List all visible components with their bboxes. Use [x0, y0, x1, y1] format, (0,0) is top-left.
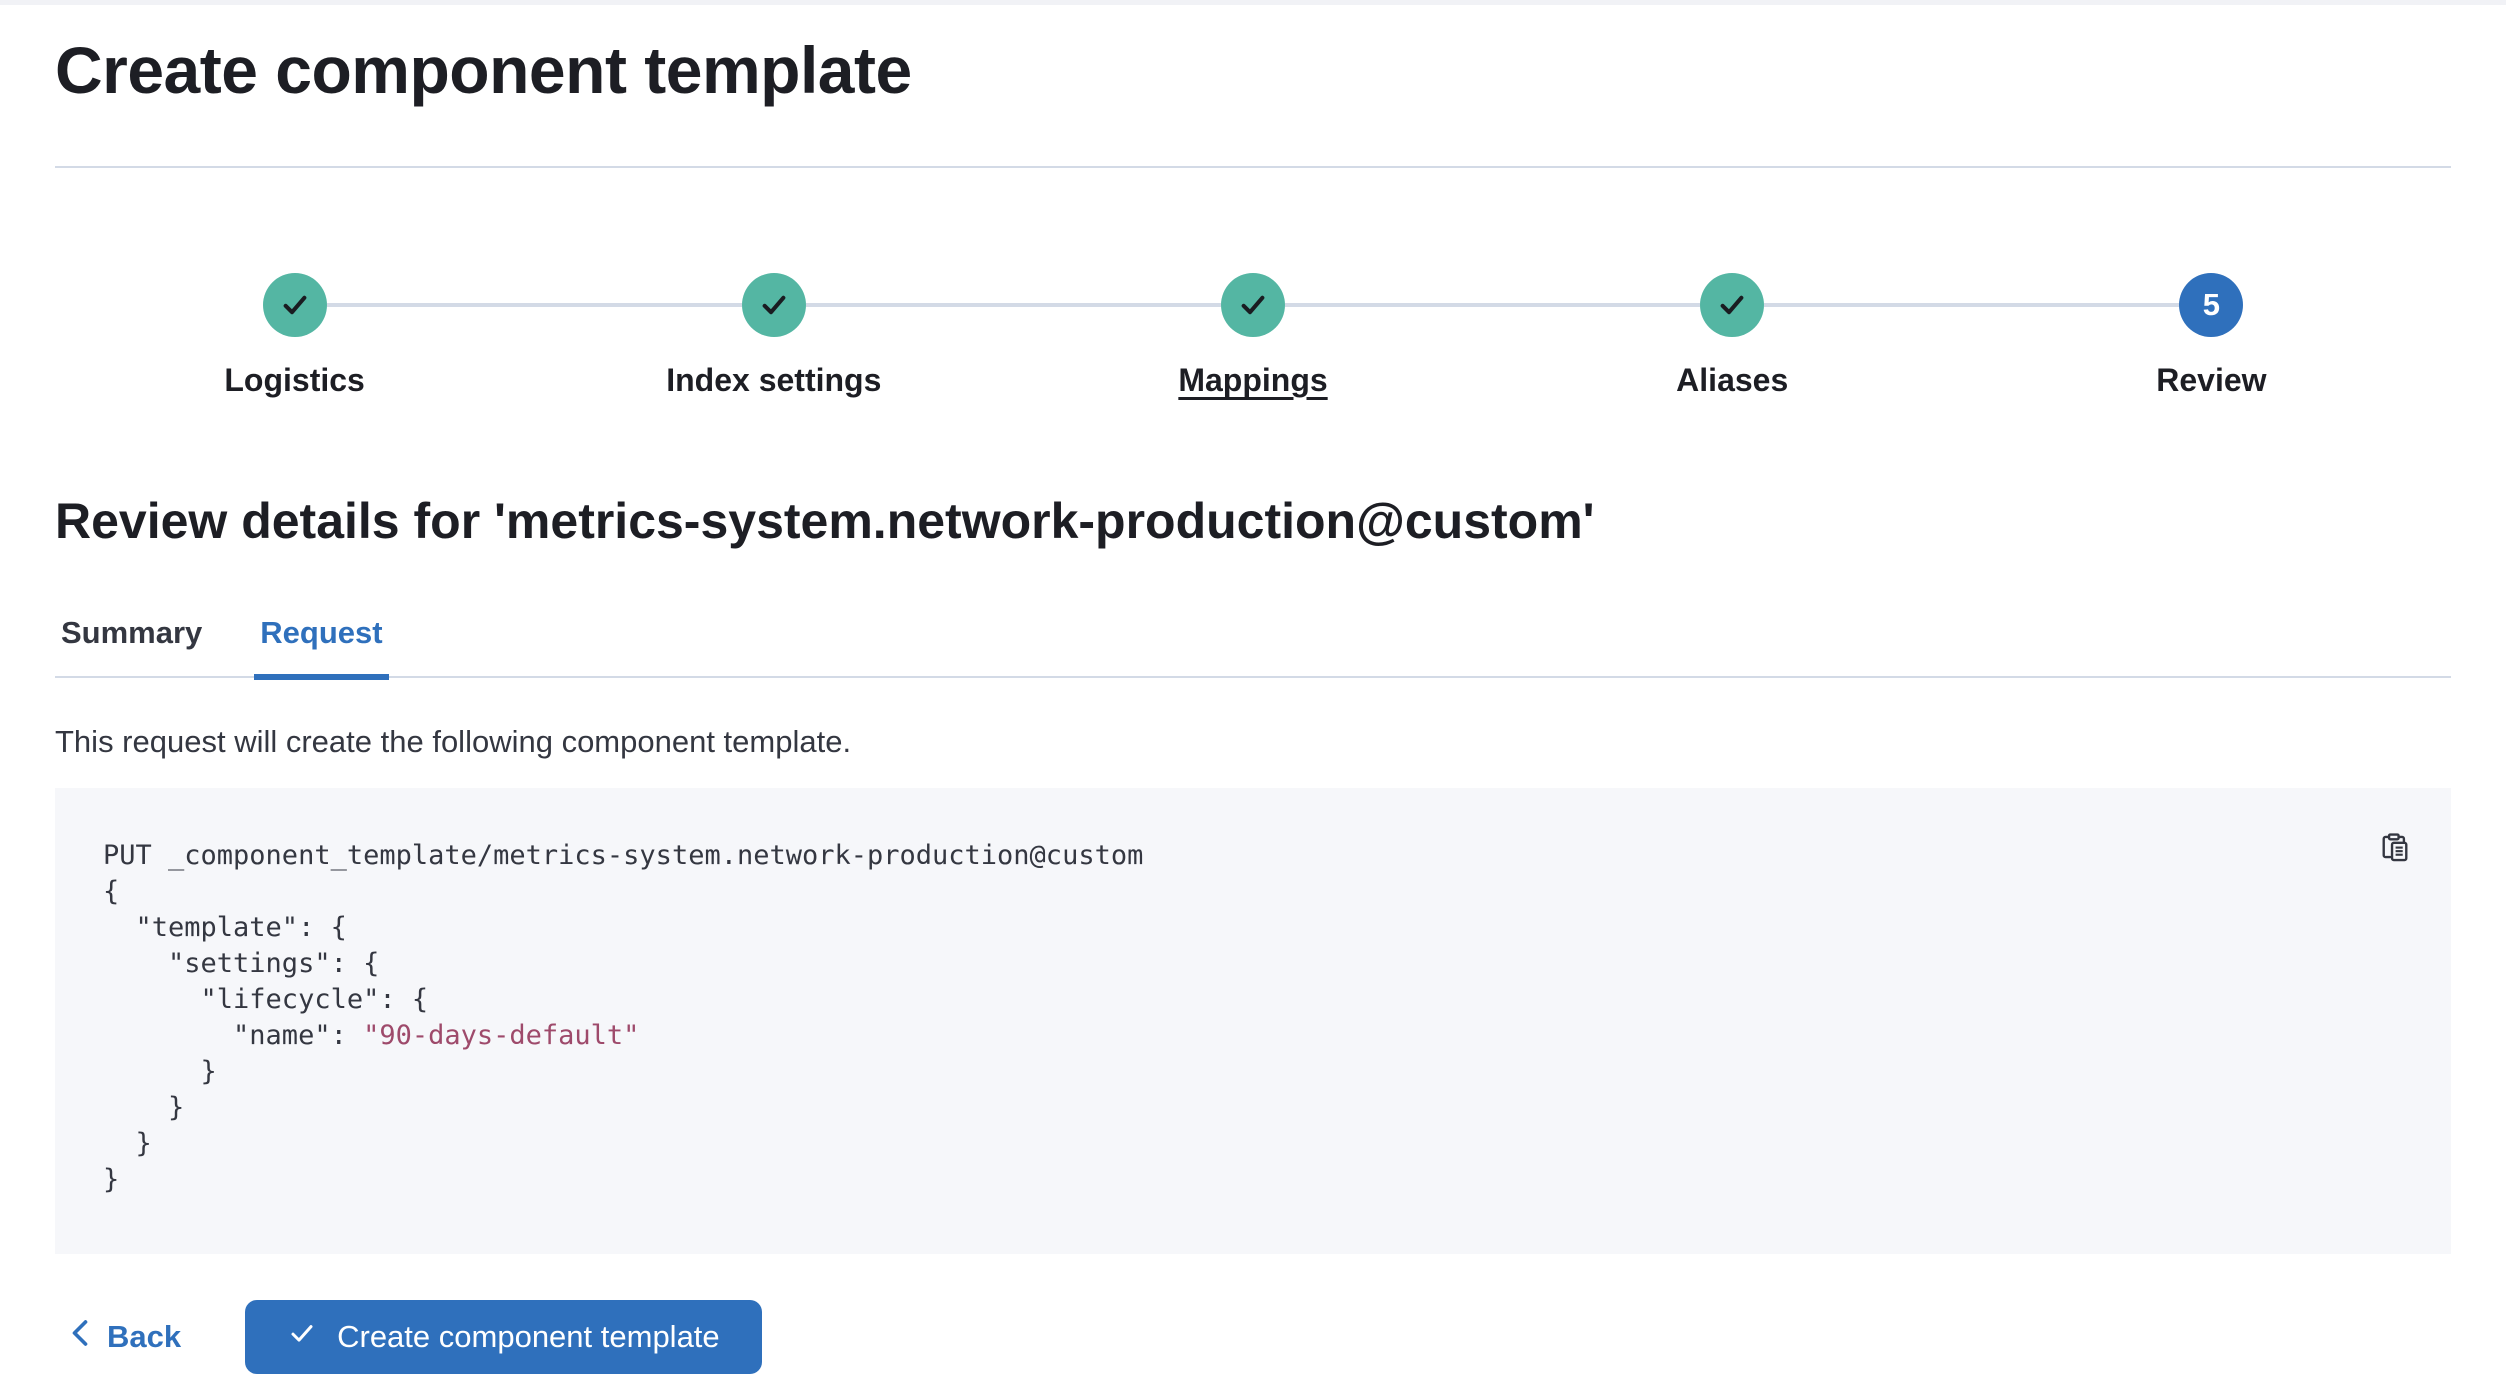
request-description: This request will create the following c… — [55, 724, 852, 760]
wizard-footer: Back Create component template — [55, 1300, 2451, 1375]
code-string-token: "90-days-default" — [363, 1020, 640, 1052]
step-connector — [326, 303, 535, 308]
step-label-aliases[interactable]: Aliases — [1676, 362, 1789, 399]
step-check-icon[interactable] — [1700, 273, 1765, 338]
code-token: "lifecycle": { — [103, 984, 429, 1016]
step-check-icon[interactable] — [1221, 273, 1285, 338]
step-aliases[interactable]: Aliases — [1492, 273, 1972, 399]
copy-clipboard-icon — [2376, 828, 2414, 869]
code-token: } — [103, 1128, 152, 1160]
step-label-logistics[interactable]: Logistics — [224, 362, 365, 399]
create-component-template-button[interactable]: Create component template — [245, 1300, 762, 1375]
step-connector — [1492, 303, 1701, 308]
step-label-review: Review — [2156, 362, 2267, 399]
code-line: } — [103, 1126, 2403, 1162]
step-check-icon[interactable] — [262, 273, 327, 338]
step-connector — [1971, 303, 2180, 308]
page-title: Create component template — [55, 33, 912, 107]
window-top-edge — [0, 0, 2506, 5]
code-line: "template": { — [103, 910, 2403, 946]
code-line: } — [103, 1090, 2403, 1126]
step-connector — [1764, 303, 1972, 308]
step-connector — [534, 303, 742, 308]
review-details-heading: Review details for 'metrics-system.netwo… — [55, 493, 1595, 550]
code-token: "settings": { — [103, 948, 380, 980]
step-number: 5 — [2202, 287, 2221, 323]
code-token: } — [103, 1164, 120, 1196]
create-button-label: Create component template — [337, 1319, 720, 1355]
code-line: "lifecycle": { — [103, 982, 2403, 1018]
code-line: } — [103, 1162, 2403, 1198]
step-index-settings[interactable]: Index settings — [534, 273, 1014, 399]
code-line: "settings": { — [103, 946, 2403, 982]
code-line: PUT _component_template/metrics-system.n… — [103, 838, 2403, 874]
step-connector — [805, 303, 1014, 308]
tab-summary[interactable]: Summary — [61, 615, 203, 651]
code-token: } — [103, 1056, 217, 1088]
step-connector — [1285, 303, 1493, 308]
step-mappings[interactable]: Mappings — [1013, 273, 1493, 399]
step-connector — [1013, 303, 1222, 308]
request-code: PUT _component_template/metrics-system.n… — [103, 838, 2403, 1198]
step-logistics[interactable]: Logistics — [55, 273, 535, 399]
step-label-index-settings[interactable]: Index settings — [666, 362, 882, 399]
tab-request[interactable]: Request — [254, 615, 389, 681]
step-check-icon[interactable] — [741, 273, 806, 338]
check-icon — [287, 1318, 317, 1356]
code-line: "name": "90-days-default" — [103, 1018, 2403, 1054]
review-tabs: Summary Request — [55, 615, 2451, 681]
back-button[interactable]: Back — [55, 1317, 187, 1357]
step-number-circle: 5 — [2179, 273, 2244, 338]
code-token: { — [103, 876, 120, 908]
title-divider — [55, 166, 2451, 169]
step-label-mappings[interactable]: Mappings — [1178, 362, 1328, 399]
request-code-block: PUT _component_template/metrics-system.n… — [55, 788, 2451, 1255]
code-token: PUT _component_template/metrics-system.n… — [103, 840, 1144, 872]
back-button-label: Back — [107, 1319, 182, 1355]
code-line: { — [103, 874, 2403, 910]
code-token: "template": { — [103, 912, 347, 944]
code-line: } — [103, 1054, 2403, 1090]
code-token: } — [103, 1092, 185, 1124]
chevron-left-icon — [69, 1318, 91, 1356]
copy-to-clipboard-button[interactable] — [2373, 826, 2417, 870]
code-token: "name": — [103, 1020, 364, 1052]
create-component-template-page: Create component template Logistics Index… — [55, 31, 2451, 1375]
